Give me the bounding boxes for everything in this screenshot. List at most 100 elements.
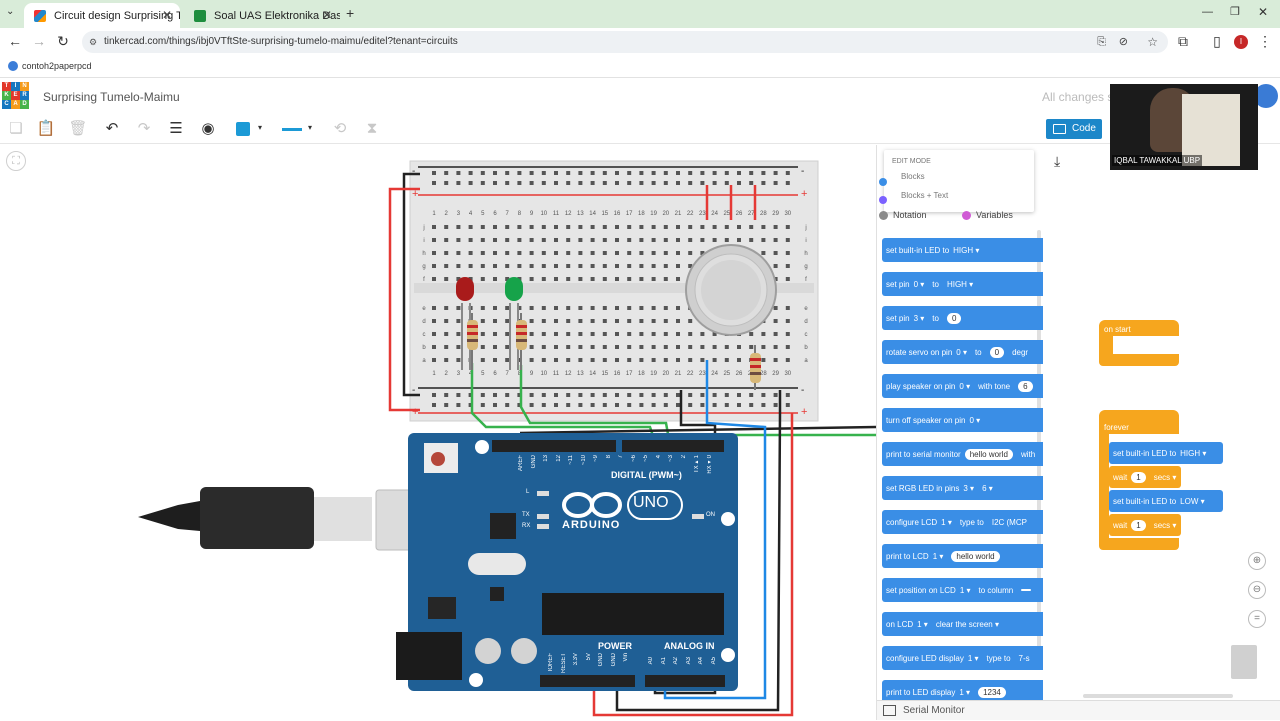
- zoom-fit-icon[interactable]: ⛶: [6, 151, 26, 171]
- block-value[interactable]: HIGH ▾: [946, 279, 974, 289]
- extensions-icon[interactable]: ⧉: [1178, 33, 1188, 49]
- bookmark-item[interactable]: contoh2paperpcd: [22, 61, 92, 71]
- wire-type-icon[interactable]: [282, 128, 302, 131]
- serial-monitor-bar[interactable]: Serial Monitor: [877, 700, 1280, 720]
- install-app-icon[interactable]: ⎘: [1097, 36, 1106, 48]
- download-icon[interactable]: ⤓: [1054, 153, 1061, 169]
- block-value[interactable]: 1234: [978, 686, 1006, 698]
- minimize-icon[interactable]: —: [1202, 6, 1213, 18]
- edit-mode-option-blocks[interactable]: Blocks: [901, 172, 925, 181]
- block-value[interactable]: 3 ▾: [913, 313, 925, 323]
- block-value[interactable]: HIGH ▾: [953, 245, 980, 255]
- code-button[interactable]: Code: [1046, 119, 1102, 139]
- block-unit[interactable]: secs ▾: [1153, 520, 1177, 530]
- close-tab-icon[interactable]: ✕: [161, 8, 172, 22]
- profile-avatar[interactable]: I: [1234, 35, 1248, 49]
- block-value[interactable]: LOW ▾: [1180, 496, 1205, 506]
- resistor[interactable]: [750, 345, 761, 390]
- red-led[interactable]: [456, 277, 474, 370]
- bookmark-star-icon[interactable]: ☆: [1147, 35, 1158, 49]
- block-value[interactable]: hello world: [951, 550, 1000, 562]
- block-value[interactable]: 1 ▾: [917, 619, 928, 629]
- site-info-icon[interactable]: ⚙: [89, 37, 98, 47]
- block-value[interactable]: 0: [946, 312, 962, 324]
- copy-icon[interactable]: ❏: [9, 120, 23, 137]
- wire-color-swatch[interactable]: [236, 122, 250, 136]
- block-value[interactable]: 0 ▾: [913, 279, 925, 289]
- close-tab-icon[interactable]: ✕: [321, 8, 332, 22]
- tracking-icon[interactable]: ⊘: [1118, 36, 1128, 48]
- block-value[interactable]: 0 ▾: [959, 381, 971, 391]
- block-value[interactable]: 0 ▾: [956, 347, 967, 357]
- category-variables[interactable]: Variables: [962, 210, 1013, 221]
- block-value[interactable]: 6 ▾: [982, 483, 993, 493]
- block-value[interactable]: 1 ▾: [959, 585, 971, 595]
- trash-icon[interactable]: [1231, 645, 1257, 679]
- block-value[interactable]: 1 ▾: [941, 517, 952, 527]
- block-value[interactable]: clear the screen ▾: [935, 619, 999, 629]
- block-value[interactable]: 1 ▾: [967, 653, 979, 663]
- arduino-uno-board[interactable]: [396, 433, 738, 691]
- forever-block[interactable]: forever: [1099, 410, 1179, 434]
- user-avatar[interactable]: [1254, 84, 1278, 108]
- block-value[interactable]: 1 ▾: [959, 687, 971, 697]
- block-value[interactable]: 0: [989, 346, 1005, 358]
- resistor[interactable]: [516, 313, 527, 370]
- undo-icon[interactable]: ↶: [105, 120, 119, 137]
- block-value[interactable]: 3 ▾: [963, 483, 975, 493]
- url-field[interactable]: ⚙ tinkercad.com/things/ibj0VTftSte-surpr…: [82, 31, 1168, 53]
- note-visibility-icon[interactable]: ◉: [201, 120, 215, 137]
- zoom-in-icon[interactable]: ⊕: [1248, 552, 1266, 570]
- block-value[interactable]: [1021, 589, 1032, 591]
- category-notation[interactable]: Notation: [879, 210, 927, 221]
- reload-icon[interactable]: ↻: [57, 33, 69, 49]
- tinkercad-logo[interactable]: T I N K E R C A D: [2, 82, 30, 110]
- chevron-down-icon[interactable]: ▾: [258, 123, 263, 132]
- block-value[interactable]: 1 ▾: [932, 551, 944, 561]
- block-value[interactable]: hello world: [964, 448, 1013, 460]
- paste-icon[interactable]: 📋: [36, 120, 56, 137]
- category-input-dot[interactable]: [879, 196, 887, 204]
- tab-soal-uas[interactable]: Soal UAS Elektronika Dasar (1)_ ✕: [184, 3, 340, 28]
- block-value[interactable]: 0 ▾: [969, 415, 981, 425]
- menu-kebab-icon[interactable]: ⋮: [1258, 33, 1272, 49]
- close-window-icon[interactable]: ✕: [1258, 5, 1269, 19]
- edit-mode-dropdown[interactable]: EDIT MODE Blocks Blocks + Text: [884, 150, 1034, 212]
- block-unit[interactable]: secs ▾: [1153, 472, 1177, 482]
- gas-sensor[interactable]: [685, 244, 777, 336]
- resistor[interactable]: [467, 313, 478, 370]
- back-icon[interactable]: ←: [8, 33, 22, 49]
- on-start-block[interactable]: on start: [1099, 320, 1179, 336]
- palette-scrollbar[interactable]: [1037, 230, 1041, 650]
- notes-icon[interactable]: ☰: [169, 120, 183, 137]
- workspace-scrollbar[interactable]: [1083, 694, 1233, 698]
- category-output-dot[interactable]: [879, 178, 887, 186]
- chevron-down-icon[interactable]: ▾: [308, 123, 313, 132]
- zoom-reset-icon[interactable]: =: [1248, 610, 1266, 628]
- edit-mode-option-blocks-text[interactable]: Blocks + Text: [901, 191, 949, 200]
- sidebar-icon[interactable]: ▯: [1213, 33, 1221, 49]
- tab-search-icon[interactable]: ⌄: [6, 6, 15, 17]
- block-value[interactable]: 1: [1131, 519, 1146, 531]
- block-value[interactable]: 6: [1018, 380, 1033, 392]
- new-tab-plus-icon[interactable]: +: [346, 5, 355, 21]
- project-title[interactable]: Surprising Tumelo-Maimu: [43, 90, 180, 104]
